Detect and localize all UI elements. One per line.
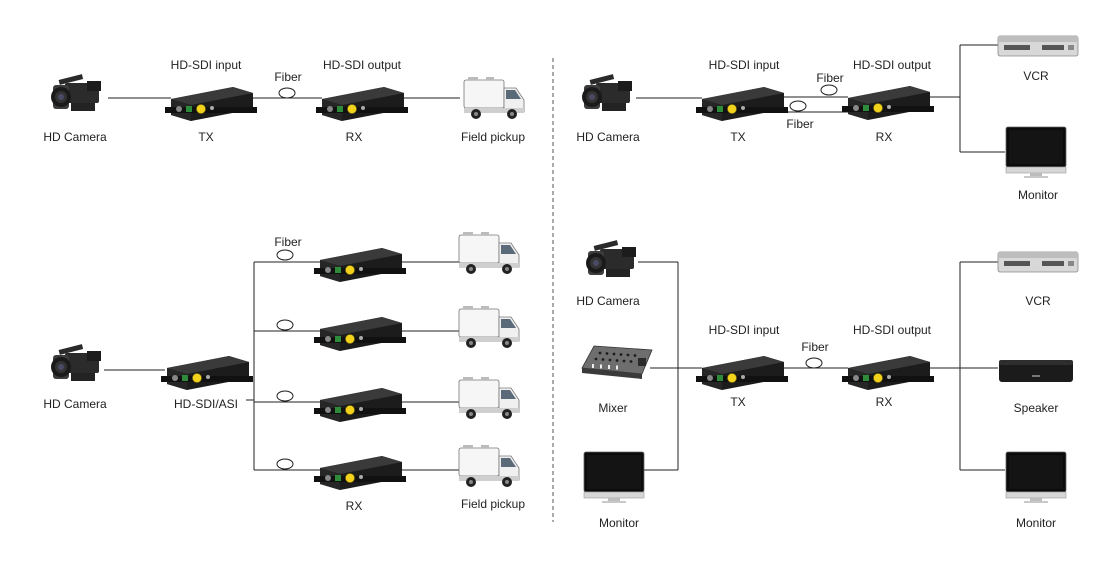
rx-unit-icon — [313, 316, 407, 352]
camera-label: HD Camera — [576, 130, 640, 144]
fiber-coil-icon — [789, 100, 807, 112]
hd-camera-icon — [582, 74, 632, 111]
speaker-label: Speaker — [1014, 401, 1059, 415]
scenario-bottom-left: HD Camera Fiber HD-SDI/ASI RX Field pick… — [43, 231, 525, 513]
monitor-label: Monitor — [1018, 188, 1058, 202]
scenario-top-left: HD Camera HD-SDI input Fiber HD-SDI outp… — [43, 58, 525, 144]
rx-label: RX — [346, 499, 363, 513]
fiber-coil-icon — [276, 249, 294, 261]
camera-label: HD Camera — [43, 130, 107, 144]
field-pickup-van-icon — [458, 231, 520, 275]
hd-camera-icon — [51, 74, 101, 111]
rx-unit-icon — [313, 247, 407, 283]
rx-unit-icon — [841, 85, 935, 121]
rx-label: RX — [346, 130, 363, 144]
tx-label: TX — [730, 395, 745, 409]
fiber-coil-icon — [805, 357, 823, 369]
field-pickup-label: Field pickup — [461, 130, 525, 144]
fiber-label-top: Fiber — [816, 71, 843, 85]
output-label: HD-SDI output — [853, 323, 932, 337]
mixer-icon — [581, 345, 653, 380]
rx-unit-icon — [315, 86, 409, 122]
fiber-label: Fiber — [274, 235, 301, 249]
tx-label: TX — [198, 130, 213, 144]
field-pickup-label: Field pickup — [461, 497, 525, 511]
input-label: HD-SDI input — [709, 58, 780, 72]
fiber-label: Fiber — [801, 340, 828, 354]
input-label: HD-SDI input — [709, 323, 780, 337]
fiber-coil-icon — [276, 319, 294, 331]
tx-label: TX — [730, 130, 745, 144]
monitor-icon — [583, 451, 645, 504]
fiber-coil-icon — [278, 87, 296, 99]
tx-unit-icon — [695, 355, 789, 391]
monitor-left-label: Monitor — [599, 516, 639, 530]
rx-unit-icon — [313, 387, 407, 423]
monitor-icon — [1005, 126, 1067, 179]
hd-sdi-asi-label: HD-SDI/ASI — [174, 397, 238, 411]
output-label: HD-SDI output — [853, 58, 932, 72]
hd-sdi-asi-unit-icon — [160, 355, 254, 391]
scenario-top-right: HD Camera HD-SDI input Fiber Fiber HD-SD… — [576, 35, 1079, 202]
hd-camera-icon — [51, 344, 101, 381]
field-pickup-van-icon — [458, 444, 520, 488]
scenario-bottom-right: HD Camera Mixer Monitor HD-SDI input Fib… — [576, 240, 1079, 530]
monitor-icon — [1005, 451, 1067, 504]
rx-unit-icon — [313, 455, 407, 491]
field-pickup-van-icon — [463, 76, 525, 120]
hd-camera-icon — [586, 240, 636, 277]
output-label: HD-SDI output — [323, 58, 402, 72]
vcr-icon — [997, 35, 1079, 57]
vcr-icon — [997, 251, 1079, 273]
field-pickup-van-icon — [458, 376, 520, 420]
tx-unit-icon — [164, 86, 258, 122]
tx-unit-icon — [695, 86, 789, 122]
mixer-label: Mixer — [598, 401, 627, 415]
vcr-label: VCR — [1023, 69, 1049, 83]
fiber-coil-icon — [276, 458, 294, 470]
camera-label: HD Camera — [576, 294, 640, 308]
camera-label: HD Camera — [43, 397, 107, 411]
fiber-coil-icon — [820, 84, 838, 96]
rx-label: RX — [876, 395, 893, 409]
input-label: HD-SDI input — [171, 58, 242, 72]
rx-label: RX — [876, 130, 893, 144]
field-pickup-van-icon — [458, 305, 520, 349]
rx-unit-icon — [841, 355, 935, 391]
speaker-icon — [999, 360, 1073, 382]
fiber-coil-icon — [276, 390, 294, 402]
vcr-label: VCR — [1025, 294, 1051, 308]
fiber-label: Fiber — [274, 70, 301, 84]
fiber-label-bottom: Fiber — [786, 117, 813, 131]
monitor-right-label: Monitor — [1016, 516, 1056, 530]
